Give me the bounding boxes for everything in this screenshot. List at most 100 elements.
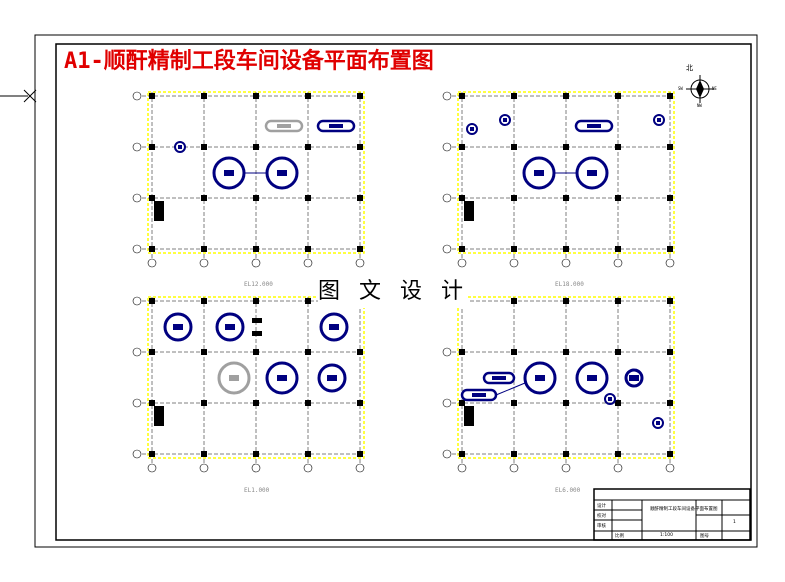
drawing-frame: [55, 43, 752, 541]
tb-cell-design: 设计: [597, 504, 606, 509]
grid-bubble-col: [561, 258, 571, 268]
stair-icon: [464, 406, 474, 426]
grid-bubble-col: [251, 258, 261, 268]
structural-column: [201, 400, 207, 406]
structural-column: [667, 400, 673, 406]
pipe: [495, 382, 526, 396]
structural-column: [563, 144, 569, 150]
pump-icon: [653, 114, 665, 126]
pump-icon: [174, 141, 186, 153]
grid-bubble-col: [355, 258, 365, 268]
pump-core: [608, 397, 612, 401]
stair-icon: [154, 406, 164, 426]
grid-bubble-row: [442, 91, 452, 101]
grid-bubble-col: [355, 463, 365, 473]
structural-column: [357, 93, 363, 99]
pump-core: [656, 421, 660, 425]
tb-cell-check: 校对: [597, 514, 606, 519]
grid-bubble-row: [442, 398, 452, 408]
vessel-nozzle: [535, 375, 545, 381]
structural-column: [563, 400, 569, 406]
pump-icon: [466, 123, 478, 135]
pump-core: [657, 118, 661, 122]
structural-column: [253, 349, 259, 355]
vessel-nozzle: [587, 170, 597, 176]
structural-column: [305, 349, 311, 355]
vessel-icon: [624, 368, 644, 388]
structural-column: [563, 93, 569, 99]
vessel-icon: [265, 361, 299, 395]
pump-core: [178, 145, 182, 149]
grid-bubble-row: [442, 244, 452, 254]
heat-exchanger-icon: [482, 371, 516, 385]
north-right-label: NE: [712, 86, 717, 91]
tb-cell-scale-label: 比例: [615, 534, 624, 539]
structural-column: [667, 93, 673, 99]
vessel-nozzle: [173, 324, 183, 330]
vessel-nozzle: [329, 324, 339, 330]
valve-icon: [252, 318, 262, 323]
vessel-nozzle: [229, 375, 239, 381]
vessel-nozzle: [629, 375, 639, 381]
grid-bubble-row: [132, 91, 142, 101]
vessel-icon: [575, 361, 609, 395]
heat-exchanger-core: [587, 124, 601, 128]
heat-exchanger-icon: [574, 119, 614, 133]
stair-icon: [464, 201, 474, 221]
structural-column: [201, 93, 207, 99]
plan-elevation-2: EL18.000: [555, 281, 584, 288]
grid-bubble-row: [442, 347, 452, 357]
heat-exchanger-icon: [264, 119, 304, 133]
north-arrow-icon: [686, 75, 714, 103]
plan-elevation-1: EL12.000: [244, 281, 273, 288]
grid-bubble-col: [147, 463, 157, 473]
grid-bubble-col: [665, 463, 675, 473]
pump-icon: [652, 417, 664, 429]
structural-column: [667, 451, 673, 457]
structural-column: [511, 195, 517, 201]
structural-column: [459, 246, 465, 252]
structural-column: [563, 349, 569, 355]
structural-column: [357, 400, 363, 406]
grid-bubble-col: [509, 258, 519, 268]
vessel-icon: [215, 312, 245, 342]
structural-column: [253, 195, 259, 201]
plan-elevation-4: EL6.000: [555, 487, 581, 494]
structural-column: [459, 195, 465, 201]
pump-core: [503, 118, 507, 122]
vessel-nozzle: [224, 170, 234, 176]
structural-column: [357, 195, 363, 201]
heat-exchanger-core: [277, 124, 291, 128]
watermark-text: 图 文 设 计: [318, 276, 468, 308]
tb-cell-dwg-label: 图号: [700, 534, 709, 539]
structural-column: [149, 195, 155, 201]
structural-column: [459, 400, 465, 406]
structural-column: [511, 400, 517, 406]
north-left-label: SW: [678, 86, 683, 91]
structural-column: [667, 144, 673, 150]
structural-column: [357, 246, 363, 252]
vessel-nozzle: [277, 375, 287, 381]
structural-column: [253, 93, 259, 99]
structural-column: [305, 93, 311, 99]
valve-icon: [252, 331, 262, 336]
structural-column: [305, 195, 311, 201]
structural-column: [667, 349, 673, 355]
north-label: 北: [686, 64, 693, 72]
structural-column: [149, 451, 155, 457]
structural-column: [201, 195, 207, 201]
heat-exchanger-core: [492, 376, 506, 380]
tb-cell-review: 审核: [597, 524, 606, 529]
structural-column: [357, 451, 363, 457]
north-bottom-label: NW: [697, 103, 702, 108]
structural-column: [511, 451, 517, 457]
floor-plan-3: [132, 296, 365, 473]
grid-bubble-col: [199, 463, 209, 473]
grid-bubble-row: [132, 398, 142, 408]
structural-column: [357, 349, 363, 355]
structural-column: [563, 246, 569, 252]
vessel-icon: [317, 363, 347, 393]
grid-bubble-col: [457, 463, 467, 473]
grid-bubble-col: [199, 258, 209, 268]
